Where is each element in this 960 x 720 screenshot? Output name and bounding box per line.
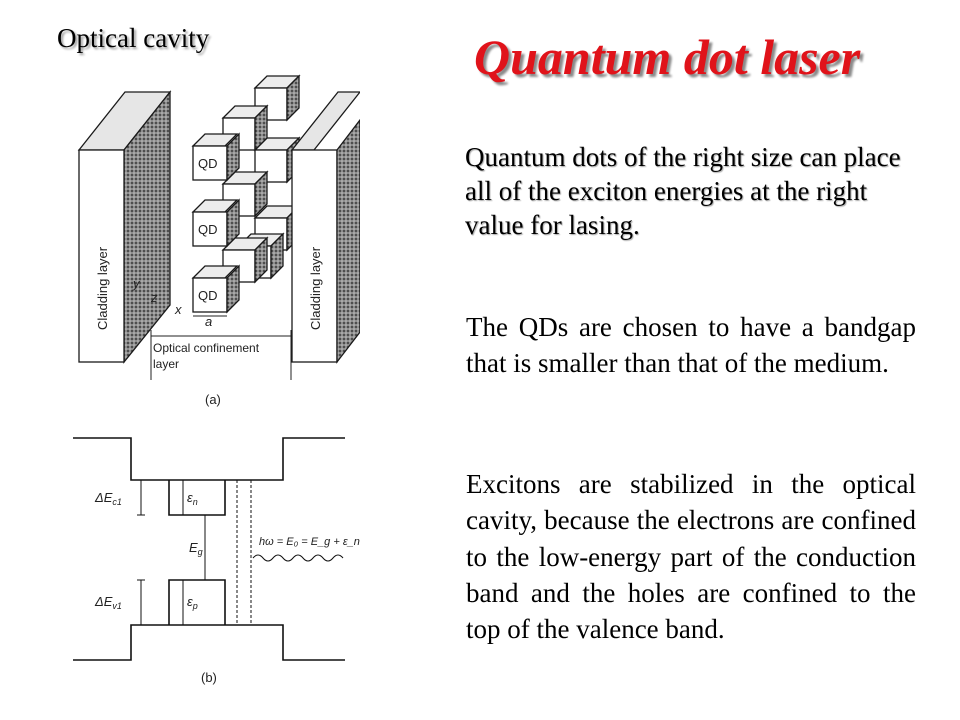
valence-band-edge: [73, 624, 345, 661]
eg-label: Eg: [189, 540, 203, 557]
exciton-paragraph: Excitons are stabilized in the optical c…: [466, 469, 916, 645]
quantum-dot-laser-figure: QD QD QD Cladding layer Cladding layer y…: [73, 74, 360, 685]
cladding-label-right: Cladding layer: [308, 246, 323, 330]
axis-y-label: y: [132, 276, 141, 291]
photon-equation: hω = E₀ = E_g + ε_n + ε_p: [259, 536, 360, 548]
photon-wave: [252, 554, 344, 562]
confinement-label-line1: Optical confinement: [153, 341, 260, 355]
eps-n-label: εn: [187, 490, 198, 507]
qd-cube-middle-row: [221, 104, 269, 284]
confinement-label-line2: layer: [153, 357, 179, 371]
dimension-a-label: a: [205, 314, 212, 329]
cladding-label-left: Cladding layer: [95, 246, 110, 330]
conduction-band-edge: [73, 437, 345, 481]
delta-ev-label: ΔEv1: [94, 594, 122, 611]
panel-a-label: (a): [205, 392, 221, 407]
qd-bandgap-paragraph: The QDs are chosen to have a bandgap tha…: [466, 312, 916, 378]
delta-ec-label: ΔEc1: [94, 490, 122, 507]
figure-b-band-diagram: [73, 437, 345, 661]
figure-a-labels: QD QD QD Cladding layer Cladding layer y…: [95, 156, 323, 407]
eps-p-label: εp: [187, 594, 198, 611]
qd-cube-front-row: [191, 132, 240, 314]
figure-b-arrows: [137, 479, 344, 626]
axis-z-label: z: [150, 290, 158, 305]
qd-label-top: QD: [198, 156, 218, 171]
conduction-well-step: [168, 480, 226, 516]
figure-a-dimension-lines: [150, 315, 292, 380]
valence-well-step: [168, 579, 226, 625]
optical-cavity-label: Optical cavity: [57, 23, 210, 53]
figure-b-labels: ΔEc1 εn Eg hω = E₀ = E_g + ε_n + ε_p εp …: [94, 490, 360, 685]
intro-text: Quantum dots of the right size can place…: [465, 142, 901, 240]
panel-b-label: (b): [201, 670, 217, 685]
slide-title: Quantum dot laser: [474, 29, 861, 85]
axis-x-label: x: [174, 302, 182, 317]
qd-label-middle: QD: [198, 222, 218, 237]
qd-label-bottom: QD: [198, 288, 218, 303]
figure-a-cavity: [77, 74, 360, 364]
